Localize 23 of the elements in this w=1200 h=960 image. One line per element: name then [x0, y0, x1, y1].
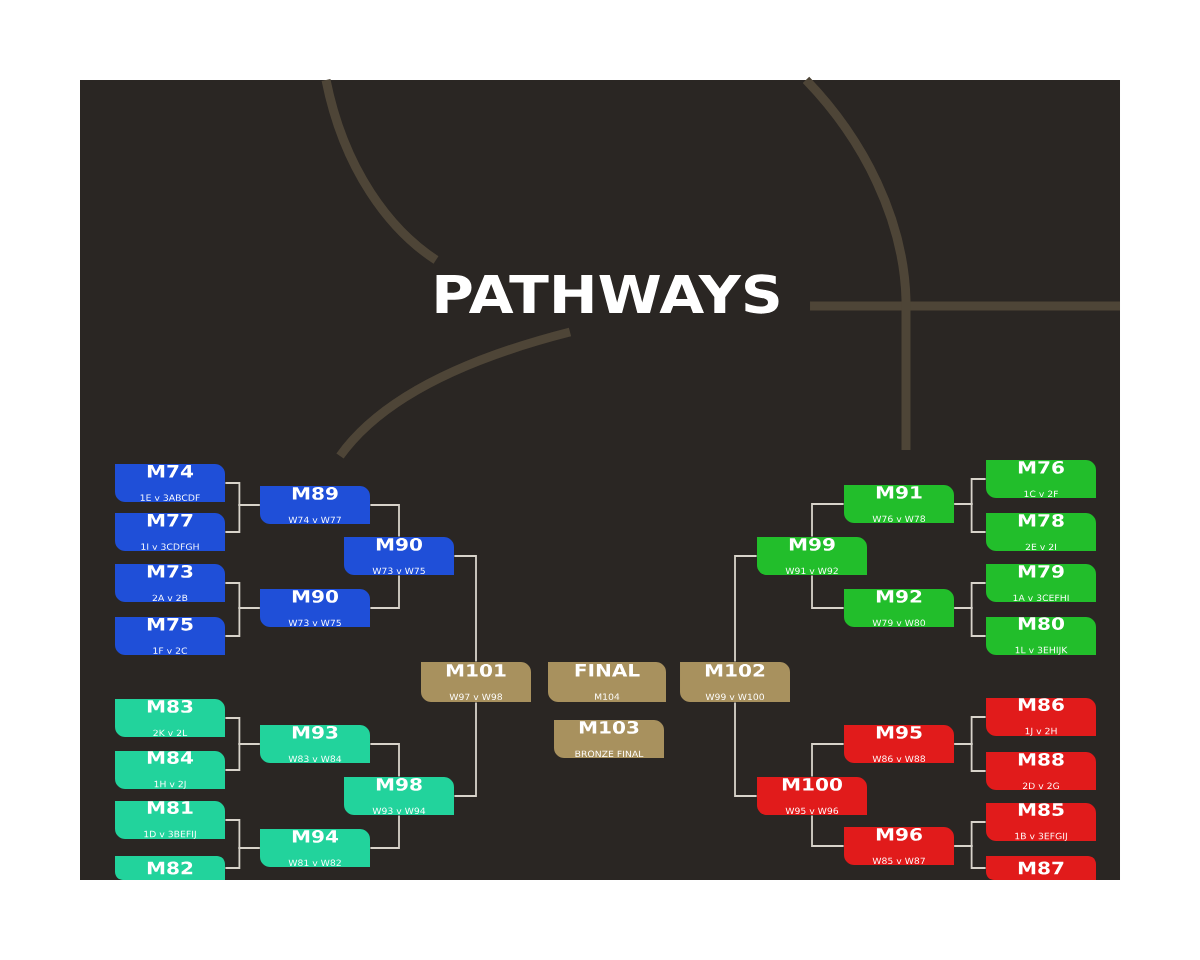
bracket-line [811, 814, 845, 847]
bracket-line [224, 847, 261, 869]
match-box: M87 [986, 856, 1096, 880]
bracket-line [811, 743, 845, 778]
bracket-line [811, 503, 845, 538]
bracket-line [453, 555, 477, 663]
bracket-line [369, 574, 400, 609]
bracket-line [811, 574, 845, 609]
bracket-line [953, 503, 987, 533]
bracket-line [224, 504, 261, 533]
bracket-line [369, 814, 400, 849]
bracket-line [953, 743, 987, 772]
bracket-line [369, 743, 400, 778]
bracket-line [224, 743, 261, 771]
match-box: M82 [115, 856, 225, 880]
bracket-line [453, 701, 477, 797]
bracket-line [734, 555, 758, 663]
title: PATHWAYS [436, 274, 779, 314]
bracket-line [224, 607, 261, 637]
bracket-line [734, 701, 758, 797]
bracket-line [953, 845, 987, 869]
bracket-line [369, 504, 400, 538]
bracket-line [953, 607, 987, 637]
